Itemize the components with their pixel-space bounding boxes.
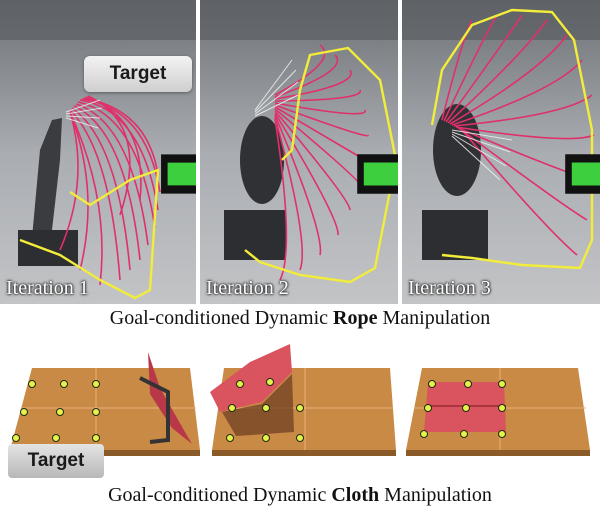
goal-trajectory-outline bbox=[244, 46, 398, 284]
cloth-figure-row: Target bbox=[0, 332, 600, 482]
goal-point-icon bbox=[420, 380, 506, 438]
rope-caption-prefix: Goal-conditioned Dynamic bbox=[109, 307, 334, 329]
goal-point-icon bbox=[12, 380, 100, 442]
cloth bbox=[210, 344, 292, 412]
rope-panel-iteration-1: Target Iteration 1 bbox=[0, 0, 196, 304]
cloth-table-target bbox=[10, 352, 200, 456]
rope-panel-iteration-2: Iteration 2 bbox=[200, 0, 398, 304]
target-label: Target bbox=[84, 56, 192, 92]
target-label: Target bbox=[8, 444, 104, 478]
rope-caption: Goal-conditioned Dynamic Rope Manipulati… bbox=[0, 307, 600, 330]
rope-panel-iteration-3: Iteration 3 bbox=[402, 0, 600, 304]
iteration-label: Iteration 1 bbox=[6, 277, 89, 299]
rope-figure-row: Target Iteration 1 bbox=[0, 0, 600, 304]
goal-trajectory-outline bbox=[19, 168, 160, 300]
cloth-caption-suffix: Manipulation bbox=[379, 484, 492, 506]
cloth bbox=[148, 352, 192, 444]
plus-icon bbox=[161, 154, 196, 194]
robot-arm bbox=[30, 118, 62, 265]
iteration-label: Iteration 3 bbox=[408, 277, 491, 299]
rope-caption-suffix: Manipulation bbox=[377, 307, 491, 329]
goal-point-icon bbox=[226, 378, 304, 442]
rope-scene-1 bbox=[0, 0, 196, 304]
cloth-scenes bbox=[10, 344, 590, 456]
cloth-caption-keyword: Cloth bbox=[331, 484, 380, 506]
iteration-label: Iteration 2 bbox=[206, 277, 289, 299]
rope-caption-keyword: Rope bbox=[333, 307, 378, 329]
plus-icon bbox=[565, 154, 600, 194]
rope-swing-lines bbox=[274, 44, 369, 281]
cloth-table-result bbox=[406, 368, 590, 456]
rope-scene-3 bbox=[402, 0, 600, 304]
cloth-caption-prefix: Goal-conditioned Dynamic bbox=[108, 484, 332, 506]
cloth-table-throw bbox=[210, 344, 396, 456]
goal-trajectory-outline bbox=[430, 8, 594, 270]
robot-arm bbox=[433, 104, 481, 196]
cloth-caption: Goal-conditioned Dynamic Cloth Manipulat… bbox=[0, 484, 600, 507]
rope-scene-2 bbox=[200, 0, 398, 304]
robot-arm bbox=[240, 116, 284, 204]
plus-icon bbox=[357, 154, 398, 194]
